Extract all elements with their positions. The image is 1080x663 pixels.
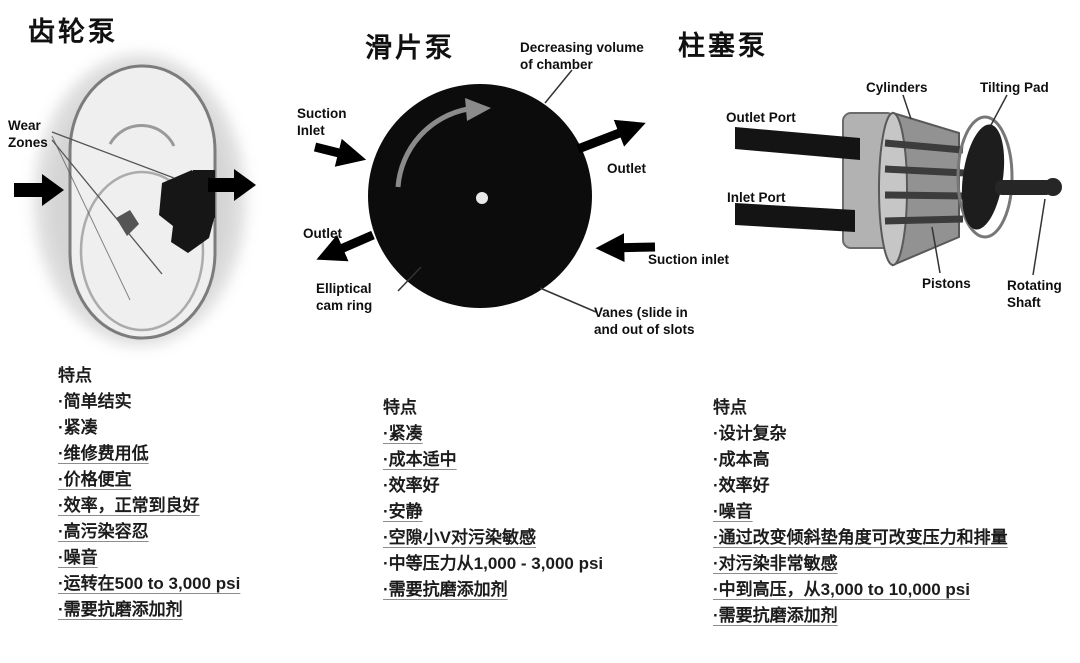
piston-pump-illustration — [735, 94, 1062, 276]
feature-item: ·效率好 — [383, 476, 440, 495]
rotor-center-dot — [476, 192, 488, 204]
cam-ring-leader-line — [397, 266, 422, 292]
gear-pump-outlet-cavity — [193, 170, 215, 218]
piston-rod — [884, 139, 964, 154]
tilting-pad-label: Tilting Pad — [980, 80, 1049, 95]
gear-pump-bottom-gear — [79, 170, 205, 332]
feature-item: ·通过改变倾斜垫角度可改变压力和排量 — [713, 528, 1008, 547]
feature-item: ·高污染容忍 — [58, 522, 149, 541]
outlet-left-label: Outlet — [303, 226, 342, 241]
outlet-top-right-arrow-icon — [576, 119, 646, 154]
decreasing-volume-leader-line — [544, 69, 573, 104]
gear-pump-features-list: 特点 ·简单结实 ·紧凑 ·维修费用低 ·价格便宜 ·效率，正常到良好 ·高污染… — [58, 363, 240, 623]
suction-inlet-bottom-arrow-icon — [595, 233, 656, 263]
suction-inlet-top-arrow-icon — [313, 138, 367, 167]
inlet-port-bar — [735, 203, 855, 232]
features-heading: 特点 — [58, 366, 92, 385]
piston-pump-features-list: 特点 ·设计复杂 ·成本高 ·效率好 ·噪音 ·通过改变倾斜垫角度可改变压力和排… — [713, 395, 1008, 629]
feature-item: ·安静 — [383, 502, 423, 521]
wear-zones-label: Wear Zones — [8, 118, 48, 150]
vanes-label: Vanes (slide in and out of slots — [594, 305, 695, 337]
feature-item: ·效率，正常到良好 — [58, 496, 200, 515]
rotation-arrowhead-icon — [465, 98, 491, 121]
feature-item: ·噪音 — [713, 502, 753, 521]
feature-item: ·设计复杂 — [713, 424, 787, 443]
pistons-label: Pistons — [922, 276, 971, 291]
vane-pump-features-list: 特点 ·紧凑 ·成本适中 ·效率好 ·安静 ·空隙小V对污染敏感 ·中等压力从1… — [383, 395, 603, 603]
decreasing-volume-label: Decreasing volume of chamber — [520, 40, 644, 72]
vane-pump-illustration — [313, 69, 656, 313]
feature-item: ·需要抗磨添加剂 — [383, 580, 508, 599]
piston-rod — [884, 191, 966, 200]
gear-pump-outlet-arrow-icon — [208, 169, 256, 201]
outlet-right-label: Outlet — [607, 161, 646, 176]
gear-pump-title: 齿轮泵 — [28, 17, 118, 47]
cylinders-leader-line — [902, 94, 912, 120]
rotation-arrow-icon — [395, 106, 469, 188]
pistons-leader-line — [931, 226, 941, 274]
cylinders-label: Cylinders — [866, 80, 928, 95]
wear-zones-leader-line — [51, 139, 163, 275]
feature-item: ·对污染非常敏感 — [713, 554, 838, 573]
feature-item: ·中到高压，从3,000 to 10,000 psi — [713, 580, 970, 599]
tilting-pad-disc — [961, 124, 1005, 230]
suction-inlet-top-label: Suction Inlet — [297, 106, 347, 138]
outlet-port-bar — [735, 127, 860, 160]
feature-item: ·运转在500 to 3,000 psi — [58, 574, 241, 593]
vanes-leader-line — [539, 287, 597, 313]
feature-item: ·效率好 — [713, 476, 770, 495]
feature-item: ·紧凑 — [58, 418, 98, 437]
tilting-pad-leader-line — [990, 94, 1008, 126]
inlet-port-label: Inlet Port — [727, 190, 786, 205]
vane-pump-title: 滑片泵 — [365, 33, 455, 63]
gear-pump-top-gear-arc — [108, 123, 176, 147]
wear-zones-leader-line — [51, 131, 175, 179]
gear-pump-illustration — [14, 54, 256, 346]
piston-rod — [884, 215, 964, 225]
feature-item: ·价格便宜 — [58, 470, 132, 489]
feature-item: ·简单结实 — [58, 392, 132, 411]
feature-item: ·成本高 — [713, 450, 770, 469]
outlet-bottom-left-arrow-icon — [316, 230, 375, 262]
rotating-shaft-leader-line — [1032, 198, 1046, 276]
features-heading: 特点 — [383, 398, 417, 417]
rotating-shaft-rod — [995, 180, 1053, 195]
feature-item: ·成本适中 — [383, 450, 457, 469]
piston-pump-title: 柱塞泵 — [678, 31, 768, 61]
feature-item: ·紧凑 — [383, 424, 423, 443]
feature-item: ·需要抗磨添加剂 — [58, 600, 183, 619]
feature-item: ·空隙小V对污染敏感 — [383, 528, 536, 547]
outlet-port-label: Outlet Port — [726, 110, 796, 125]
feature-item: ·中等压力从1,000 - 3,000 psi — [383, 554, 604, 573]
rotating-shaft-label: Rotating Shaft — [1007, 278, 1062, 310]
feature-item: ·维修费用低 — [58, 444, 149, 463]
elliptical-cam-ring-label: Elliptical cam ring — [316, 281, 373, 313]
gear-pump-inlet-arrow-icon — [14, 174, 64, 206]
feature-item: ·噪音 — [58, 548, 98, 567]
features-heading: 特点 — [713, 398, 747, 417]
feature-item: ·需要抗磨添加剂 — [713, 606, 838, 625]
piston-rod — [884, 165, 966, 177]
suction-inlet-bottom-label: Suction inlet — [648, 252, 729, 267]
